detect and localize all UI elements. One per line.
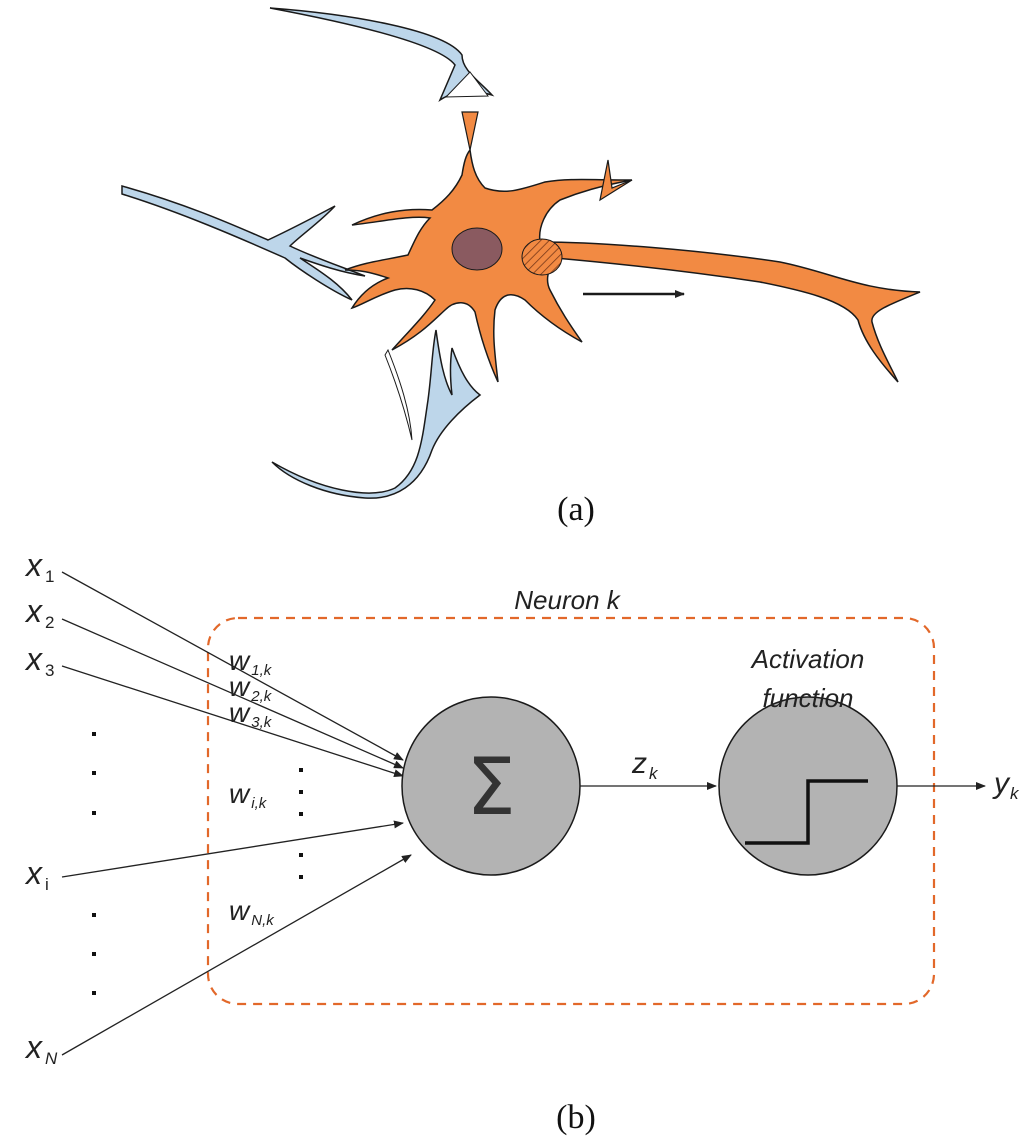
svg-text:w2,k: w2,k [229,671,273,705]
presynaptic-axon-bottom [271,329,482,499]
neuron-title: Neuron k [514,585,621,615]
connection-xi [61,820,404,878]
activation-label-line2: function [762,683,853,713]
svg-text:x3: x3 [24,641,54,680]
svg-text:zk: zk [631,747,659,783]
presynaptic-axon-left [121,185,366,301]
svg-text:w1,k: w1,k [229,645,273,679]
sigma-symbol: Σ [466,743,515,833]
connection-xn [61,854,412,1056]
connection-x1 [61,571,404,761]
presynaptic-axon-top [269,7,495,103]
nucleus [451,227,503,271]
panel-a-label: (a) [557,491,595,528]
activation-node [718,696,898,876]
svg-text:w3,k: w3,k [229,697,273,731]
summation-node: Σ [401,696,581,876]
svg-text:yk: yk [992,767,1020,803]
step-function-icon [745,779,868,845]
input-ellipsis-dots [92,732,96,995]
connection-x3 [61,665,404,778]
neuron-soma [344,111,921,383]
panel-b-label: (b) [556,1099,596,1136]
svg-text:xi: xi [24,855,49,894]
weight-ellipsis-dots [299,768,303,879]
biological-neuron-illustration [121,7,921,499]
output-label: yk [992,767,1020,803]
connection-x2 [61,618,404,769]
svg-text:wi,k: wi,k [229,778,268,812]
svg-text:wN,k: wN,k [229,895,275,929]
svg-text:x1: x1 [24,547,54,586]
activation-label-line1: Activation [750,644,865,674]
input-connections [61,571,412,1056]
svg-text:xN: xN [24,1029,58,1068]
svg-text:x2: x2 [24,593,54,632]
axon-hillock [521,238,563,276]
